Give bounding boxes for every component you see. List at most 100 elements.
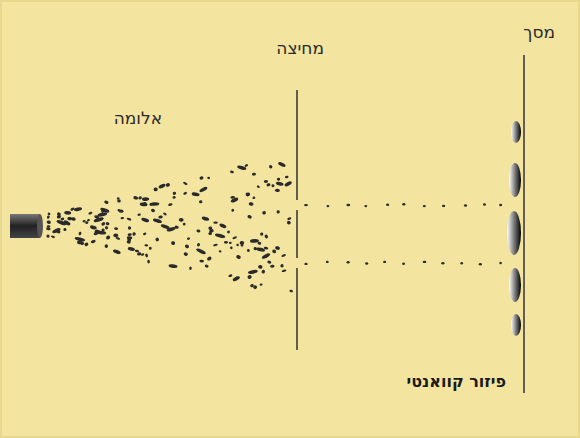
particle [251,271,255,274]
particle [423,261,427,263]
particle [252,196,255,199]
particle [168,264,177,269]
particle [166,226,176,232]
particle [281,253,286,257]
particle [270,265,275,268]
beam-label: אלומה [114,108,162,128]
particle [143,232,147,235]
particle [46,215,50,219]
particle [247,214,252,219]
particle [149,203,152,206]
particle [145,253,149,257]
particle [120,217,124,220]
particle [346,204,350,206]
particle [365,262,368,264]
particle [90,239,96,244]
particle [228,274,233,278]
particle [402,203,405,205]
particle [304,263,307,265]
particle [268,165,272,169]
particle [90,225,98,230]
particle [250,239,259,243]
particle [208,228,214,233]
particle [253,247,256,250]
particle [230,170,234,173]
particle [460,262,463,264]
particle [105,222,109,226]
particle [261,252,271,259]
barrier-label: מחיצה [276,38,324,58]
particle [104,200,109,205]
particle [84,242,89,247]
particle [189,267,192,270]
particle [140,202,148,207]
particle [46,234,49,238]
particle [219,223,227,229]
particle [117,199,121,202]
particle [483,203,486,205]
particle [263,246,268,249]
particle [128,226,131,230]
particle [499,262,502,264]
particle [141,217,150,223]
particle [271,184,274,187]
particle [272,249,277,254]
fringe [509,163,521,197]
particle [199,260,204,263]
particle [106,235,111,240]
particle [262,211,266,215]
particles [46,161,502,293]
particle [113,233,118,237]
particle [133,196,138,200]
particle [155,237,160,242]
interference-fringes [507,121,521,336]
particle [187,237,191,241]
particle [138,196,143,200]
particle [153,187,158,192]
particle [247,249,250,252]
particle [240,241,245,245]
source-mouth [37,214,43,238]
particle [275,189,280,193]
particle [252,172,256,176]
particle [150,202,160,206]
particle [127,236,132,240]
particle [229,242,232,245]
particle [171,241,176,246]
particle [230,246,233,249]
particle [326,261,329,263]
particle [52,227,62,234]
particle [199,176,204,181]
particle [232,236,237,240]
particle [442,205,445,207]
particle [82,220,85,223]
particle [127,247,135,252]
fringe [511,121,521,143]
particle [327,205,330,207]
particle [231,208,235,212]
particle [56,214,61,219]
particle [63,228,66,231]
particle [213,243,218,246]
particle [347,261,350,263]
particle [261,269,265,274]
particle [280,264,284,268]
particle [245,192,250,197]
particle [78,231,82,235]
particle [105,226,109,230]
particle [142,197,149,201]
particle [47,225,51,227]
particle [260,232,263,235]
particle [137,213,141,216]
particle [499,204,502,206]
particle [199,186,208,193]
particle [227,231,230,234]
particle [364,205,367,207]
particle [158,183,166,189]
particle [184,244,189,249]
particle [93,217,104,223]
particle [402,263,405,265]
particle [224,241,228,244]
particle [119,210,124,213]
